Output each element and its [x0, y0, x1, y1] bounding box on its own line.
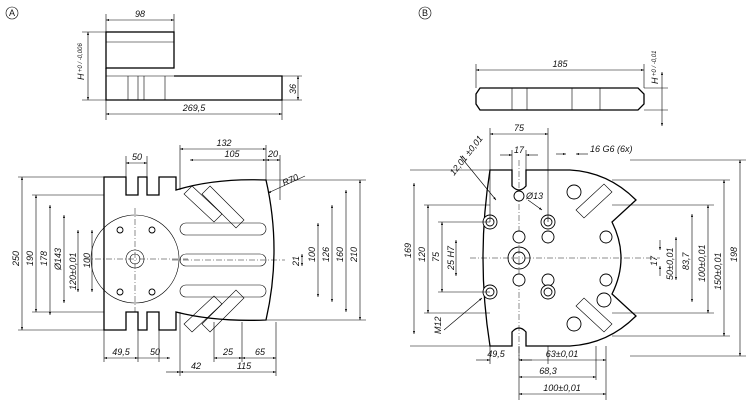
dim-a-dia143: Ø143 [53, 248, 63, 271]
view-b: B 185 H +0 / -0,01 [403, 6, 746, 400]
dim-b-17-right: 17 [649, 255, 659, 266]
dim-a-132: 132 [216, 138, 231, 148]
dim-b-75: 75 [514, 123, 525, 133]
dim-a-50-top: 50 [132, 152, 142, 162]
dim-b-83-7: 83,7 [681, 251, 691, 270]
dim-a-98: 98 [135, 9, 145, 19]
dim-a-105: 105 [224, 149, 240, 159]
dim-a-42: 42 [191, 361, 201, 371]
dim-a-h-tol: +0 / -0,006 [78, 42, 84, 72]
dim-a-115: 115 [237, 361, 252, 371]
view-a-label: A [9, 8, 15, 18]
dim-a-49-5: 49,5 [112, 347, 131, 357]
view-b-label: B [422, 8, 428, 18]
dim-b-dia13: Ø13 [525, 191, 543, 201]
dim-a-160: 160 [335, 247, 345, 262]
dim-b-m12: M12 [433, 316, 443, 334]
view-a: A 98 H +0 / -0,006 36 [5, 6, 366, 376]
dim-b-185: 185 [552, 59, 568, 69]
dim-b-100-right: 100±0,01 [697, 245, 707, 282]
view-b-plan: 75 17 12,01 ±0,01 16 G6 (6x) Ø13 169 120 [403, 123, 746, 400]
dim-a-21: 21 [291, 256, 301, 267]
dim-a-126: 126 [321, 247, 331, 262]
dim-b-169: 169 [403, 243, 413, 258]
view-a-badge [5, 6, 19, 20]
dim-a-190: 190 [25, 251, 35, 266]
dim-a-50-bottom: 50 [150, 347, 160, 357]
dim-b-h: H [650, 77, 660, 84]
dim-b-100-bottom: 100±0,01 [543, 383, 580, 393]
dim-b-h-tol: +0 / -0,01 [652, 50, 658, 76]
dim-b-68-3: 68,3 [539, 366, 557, 376]
dim-a-250: 250 [11, 251, 21, 267]
dim-b-49-5: 49,5 [487, 349, 506, 359]
dim-b-120: 120 [417, 247, 427, 262]
dim-b-75-left: 75 [431, 251, 441, 262]
dim-a-210: 210 [349, 247, 359, 263]
dim-a-120: 120±0,01 [68, 253, 78, 290]
dim-a-20: 20 [267, 149, 278, 159]
dim-b-63: 63±0,01 [546, 349, 578, 359]
dim-a-100-right: 100 [307, 247, 317, 262]
dim-b-50: 50±0,01 [665, 248, 675, 280]
dim-a-100-left: 100 [82, 253, 92, 268]
dim-a-65: 65 [255, 347, 266, 357]
dim-b-16g6: 16 G6 (6x) [590, 144, 633, 154]
view-b-side: 185 H +0 / -0,01 [475, 50, 668, 126]
dim-b-198: 198 [729, 247, 739, 262]
view-a-side: 98 H +0 / -0,006 36 269,5 [76, 9, 302, 120]
dim-a-25: 25 [222, 347, 234, 357]
view-a-plan: 50 132 105 20 R70 250 190 178 Ø143 [11, 138, 366, 376]
dim-b-17-top: 17 [514, 145, 525, 155]
dim-a-178: 178 [39, 251, 49, 266]
dim-b-150: 150±0,01 [713, 253, 723, 290]
dim-b-12-01: 12,01 ±0,01 [448, 134, 485, 178]
dim-a-h: H [76, 73, 86, 80]
dim-b-25h7: 25 H7 [446, 245, 456, 271]
dim-a-36: 36 [288, 84, 298, 94]
dim-a-269-5: 269,5 [182, 103, 207, 113]
view-b-badge [418, 6, 432, 20]
